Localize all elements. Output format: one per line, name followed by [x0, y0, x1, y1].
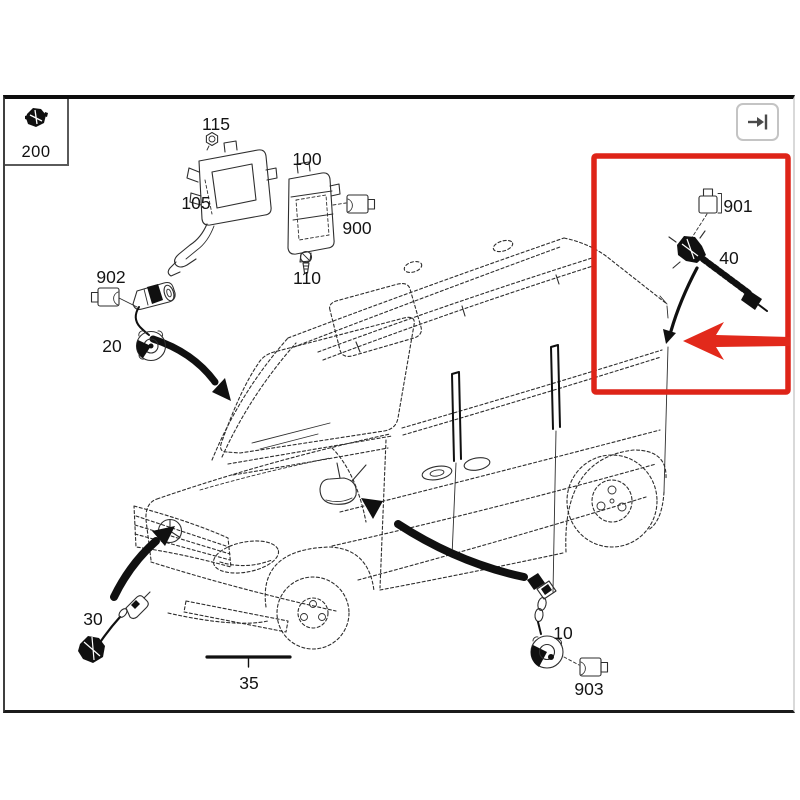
part-label-40[interactable]: 40	[719, 248, 739, 268]
part-903-connector-drawing	[579, 657, 609, 677]
diagram-frame	[3, 95, 795, 713]
part-label-903[interactable]: 903	[574, 679, 603, 699]
part-label-901[interactable]: 901	[723, 196, 752, 216]
arrow-to-windshield	[149, 335, 231, 401]
part-900-connector-drawing	[332, 194, 376, 214]
part-902-connector-drawing	[90, 287, 138, 308]
part-115-nut-drawing	[205, 131, 219, 151]
arrow-to-rear-pillar	[663, 266, 699, 344]
part-label-105[interactable]: 105	[181, 193, 210, 213]
part-label-35[interactable]: 35	[239, 673, 258, 693]
van-drawing	[133, 237, 669, 650]
part-30-sensor-drawing	[78, 591, 151, 663]
part-901-connector-drawing	[690, 188, 722, 240]
part-20-sensor-drawing	[132, 281, 176, 362]
part-label-30[interactable]: 30	[83, 609, 103, 629]
part-100-control-module-drawing	[287, 161, 341, 263]
thumbnail-box[interactable]: 200	[5, 99, 69, 166]
red-highlight-box	[591, 153, 791, 395]
part-10-sensor-drawing	[527, 573, 580, 669]
part-label-20[interactable]: 20	[102, 336, 122, 356]
part-35-trim-strip-drawing	[205, 655, 292, 668]
arrow-to-bar-right-icon	[747, 114, 767, 130]
thumbnail-label: 200	[21, 142, 51, 161]
red-arrow	[683, 322, 790, 360]
part-label-115[interactable]: 115	[202, 114, 230, 134]
arrow-to-grille	[110, 526, 175, 601]
part-40-sensor-cable-drawing	[668, 230, 768, 312]
part-label-100[interactable]: 100	[292, 149, 321, 169]
sensor-part-thumbnail-icon	[25, 108, 48, 127]
arrow-to-mirror	[361, 498, 528, 581]
part-110-screw-drawing	[299, 250, 313, 274]
next-page-button[interactable]	[736, 103, 779, 141]
part-label-902[interactable]: 902	[96, 267, 125, 287]
part-label-900[interactable]: 900	[342, 218, 371, 238]
part-label-110[interactable]: 110	[293, 268, 321, 288]
part-label-10[interactable]: 10	[553, 623, 573, 643]
part-105-bracket-drawing	[167, 140, 278, 277]
